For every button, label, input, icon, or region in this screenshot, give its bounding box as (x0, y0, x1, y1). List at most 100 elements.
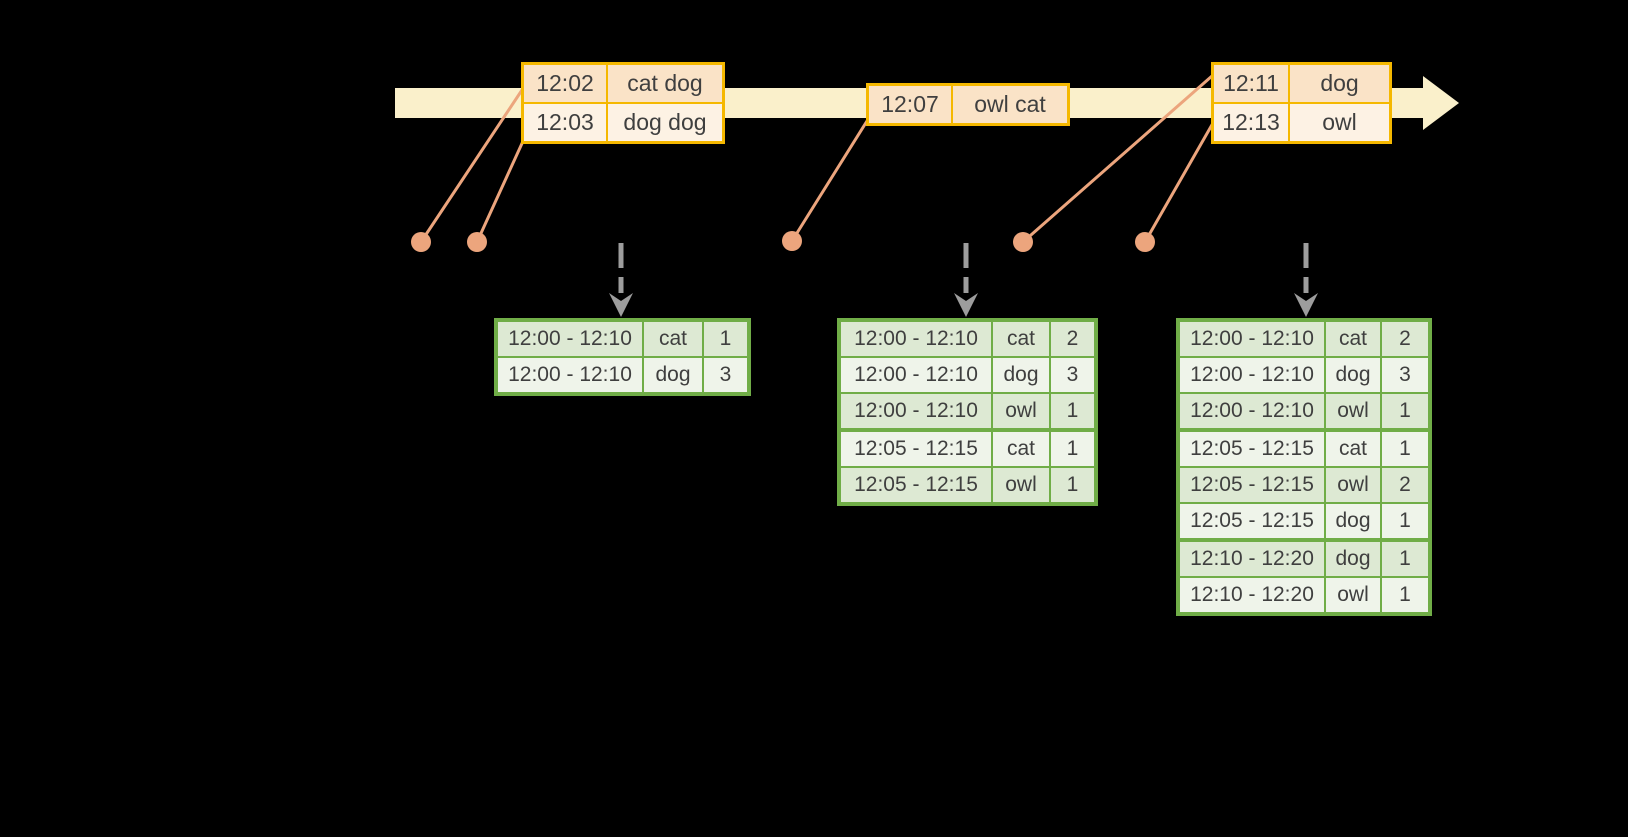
trigger-arrow-icon (954, 243, 978, 317)
window-cell: 12:00 - 12:10 (841, 322, 991, 356)
count-cell: 3 (1049, 358, 1094, 392)
event-words-cell: dog (1288, 65, 1389, 102)
word-cell: owl (991, 394, 1049, 428)
event-dots (411, 231, 1155, 252)
count-cell: 1 (1049, 432, 1094, 466)
event-time-cell: 12:13 (1214, 104, 1288, 141)
event-point-dot (1135, 232, 1155, 252)
word-cell: cat (991, 322, 1049, 356)
trigger-arrow-head-icon (609, 293, 633, 317)
count-cell: 2 (1380, 322, 1428, 356)
window-cell: 12:05 - 12:15 (1180, 504, 1324, 538)
event-time-cell: 12:11 (1214, 65, 1288, 102)
event-time-cell: 12:03 (524, 104, 606, 141)
word-cell: dog (1324, 358, 1380, 392)
count-cell: 1 (1380, 542, 1428, 576)
count-cell: 2 (1049, 322, 1094, 356)
window-cell: 12:05 - 12:15 (1180, 468, 1324, 502)
word-cell: dog (1324, 504, 1380, 538)
event-words-cell: cat dog (606, 65, 722, 102)
word-cell: owl (991, 468, 1049, 502)
timeline-arrowhead-icon (1423, 76, 1459, 130)
window-cell: 12:00 - 12:10 (498, 322, 642, 356)
window-cell: 12:00 - 12:10 (1180, 322, 1324, 356)
word-cell: cat (1324, 432, 1380, 466)
event-connectors (419, 74, 1215, 244)
window-cell: 12:00 - 12:10 (1180, 394, 1324, 428)
count-cell: 2 (1380, 468, 1428, 502)
event-point-dot (411, 232, 431, 252)
trigger-arrow-icon (1294, 243, 1318, 317)
count-cell: 1 (1380, 578, 1428, 612)
window-cell: 12:05 - 12:15 (1180, 432, 1324, 466)
count-cell: 1 (702, 322, 747, 356)
connector-line (1021, 74, 1214, 244)
trigger-arrow-head-icon (1294, 293, 1318, 317)
count-cell: 1 (1380, 394, 1428, 428)
window-cell: 12:10 - 12:20 (1180, 578, 1324, 612)
trigger-arrow-head-icon (954, 293, 978, 317)
window-cell: 12:10 - 12:20 (1180, 542, 1324, 576)
event-words-cell: owl (1288, 104, 1389, 141)
count-cell: 1 (1380, 504, 1428, 538)
window-cell: 12:00 - 12:10 (841, 358, 991, 392)
count-cell: 3 (702, 358, 747, 392)
trigger-arrow-icon (609, 243, 633, 317)
window-cell: 12:00 - 12:10 (1180, 358, 1324, 392)
event-words-cell: owl cat (951, 86, 1067, 123)
event-time-cell: 12:07 (869, 86, 951, 123)
word-cell: cat (642, 322, 702, 356)
word-cell: cat (991, 432, 1049, 466)
count-cell: 1 (1380, 432, 1428, 466)
word-cell: owl (1324, 394, 1380, 428)
connector-line (419, 88, 524, 244)
word-cell: dog (642, 358, 702, 392)
trigger-arrows (609, 243, 1318, 317)
window-cell: 12:05 - 12:15 (841, 432, 991, 466)
count-cell: 3 (1380, 358, 1428, 392)
word-cell: owl (1324, 578, 1380, 612)
event-words-cell: dog dog (606, 104, 722, 141)
word-cell: dog (991, 358, 1049, 392)
event-point-dot (1013, 232, 1033, 252)
connector-line (475, 137, 526, 244)
word-cell: dog (1324, 542, 1380, 576)
event-point-dot (782, 231, 802, 251)
word-cell: owl (1324, 468, 1380, 502)
event-point-dot (467, 232, 487, 252)
window-cell: 12:00 - 12:10 (841, 394, 991, 428)
count-cell: 1 (1049, 394, 1094, 428)
event-time-cell: 12:02 (524, 65, 606, 102)
window-cell: 12:00 - 12:10 (498, 358, 642, 392)
connector-line (1143, 121, 1215, 244)
word-cell: cat (1324, 322, 1380, 356)
connector-line (790, 119, 869, 243)
window-cell: 12:05 - 12:15 (841, 468, 991, 502)
